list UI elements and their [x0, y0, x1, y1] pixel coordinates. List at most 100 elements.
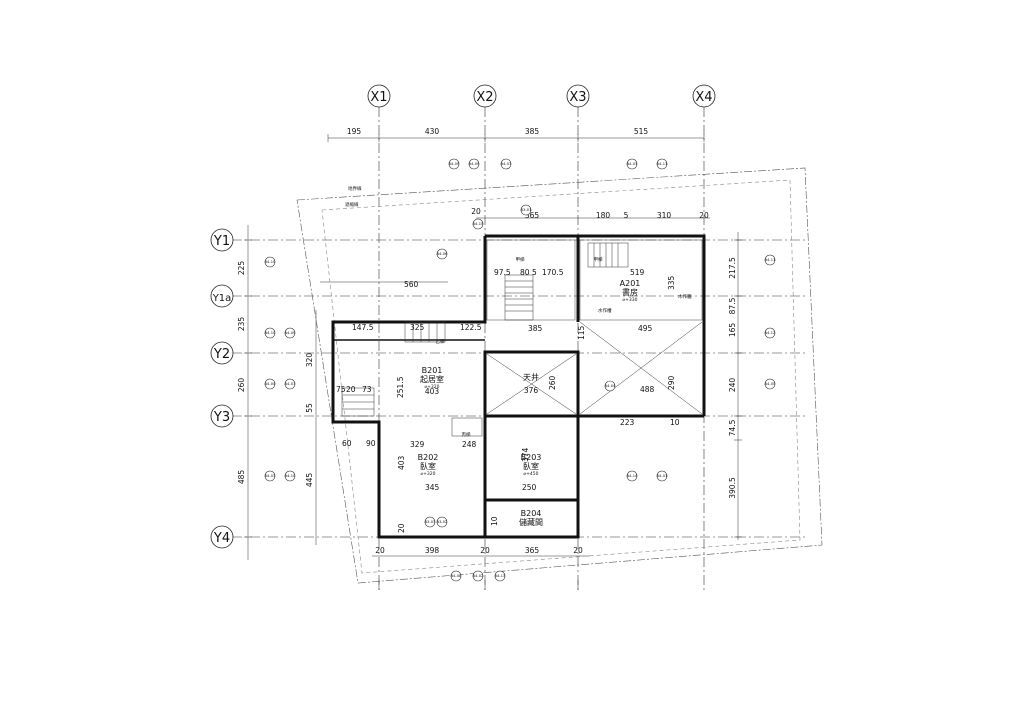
axis-y3: Y3 [213, 410, 230, 425]
dim-misc: 376 [524, 386, 539, 395]
wood-wall-label: 木作牆 [678, 293, 692, 300]
dim-row1-5: 310 [657, 211, 672, 220]
detail-bubble: A4-07 [285, 382, 296, 386]
detail-bubble: A4-09 [469, 162, 480, 166]
detail-bubble: A4-13 [495, 574, 506, 578]
dim-misc: 248 [462, 440, 477, 449]
axis-y4: Y4 [213, 531, 230, 546]
stairs [341, 242, 629, 437]
detail-bubble: A4-15 [473, 222, 484, 226]
room-a201-code: A201 [620, 279, 641, 288]
dim-top-1: 195 [347, 127, 362, 136]
dim-misc: 75 [336, 385, 346, 394]
detail-bubble: A4-10 [265, 260, 276, 264]
dim-misc: 90 [366, 439, 376, 448]
dim-misc: 329 [410, 440, 425, 449]
detail-bubble: A3-01 [521, 208, 532, 212]
room-courtyard-name: 天井 [523, 372, 539, 382]
dim-misc: 325 [410, 323, 425, 332]
dim-left-inner-3: 445 [305, 473, 314, 488]
dim-left-inner-1: 320 [305, 353, 314, 368]
dim-row1-6: 20 [699, 211, 709, 220]
room-b201-elev: ⌀+320 [424, 384, 439, 390]
dim-row1-1: 20 [471, 207, 481, 216]
dim-misc: 519 [630, 268, 645, 277]
column-ticks [378, 580, 579, 590]
dim-right-1: 217.5 [728, 257, 737, 279]
dim-misc: 97.5 [494, 268, 511, 277]
water-tank-label: 水作槽 [598, 307, 612, 314]
dim-misc: 403 [397, 455, 406, 470]
dim-misc: 560 [404, 280, 419, 289]
site-boundary [296, 167, 823, 584]
dim-misc: 170.5 [542, 268, 564, 277]
dim-bottom-2: 398 [425, 546, 440, 555]
dim-left-2: 235 [237, 317, 246, 332]
dim-misc: 147.5 [352, 323, 374, 332]
stair-a2-label: 甲梯 [594, 256, 603, 263]
dim-misc: 80 [520, 268, 530, 277]
dim-left-inner-2: 55 [305, 403, 314, 413]
detail-bubble: A4-12 [765, 331, 776, 335]
dim-top-4: 515 [634, 127, 649, 136]
detail-bubble: A4-01 [657, 474, 668, 478]
dim-misc: 5 [532, 268, 537, 277]
axis-x1: X1 [370, 90, 387, 105]
dimension-lines [244, 134, 742, 560]
detail-bubble: A3-02 [437, 520, 448, 524]
detail-bubble: A4-07 [501, 162, 512, 166]
dim-misc: 10 [670, 418, 680, 427]
dim-misc: 290 [667, 375, 676, 390]
detail-bubble: A4-09 [285, 331, 296, 335]
room-b203-elev: ⌀+450 [523, 471, 538, 477]
detail-bubble: A4-03 [627, 162, 638, 166]
dim-top-3: 385 [525, 127, 540, 136]
dim-left-4: 485 [237, 470, 246, 485]
dim-misc: 260 [548, 375, 557, 390]
boundary-label-1: 地界線 [348, 185, 362, 192]
courtyard-void [486, 321, 703, 415]
detail-bubble: A4-03 [265, 474, 276, 478]
dim-misc: 60 [342, 439, 352, 448]
dim-right-5: 74.5 [728, 419, 737, 436]
dim-misc: 385 [528, 324, 543, 333]
axis-x4: X4 [695, 90, 712, 105]
dim-left-1: 225 [237, 261, 246, 276]
dim-misc: 495 [638, 324, 653, 333]
axis-x2: X2 [476, 90, 493, 105]
room-b203-name: 臥室 [523, 461, 539, 471]
dim-misc: 10 [490, 516, 499, 526]
dim-misc: 20 [346, 385, 356, 394]
dim-misc: 374 [521, 447, 530, 462]
detail-bubble: A4-10 [265, 331, 276, 335]
room-b202-elev: ⌀+320 [420, 471, 435, 477]
axis-y2: Y2 [213, 347, 230, 362]
detail-bubble: A4-06 [437, 252, 448, 256]
detail-bubble: A4-02 [473, 574, 484, 578]
room-b202-name: 臥室 [420, 461, 436, 471]
room-b201-width: 403 [425, 387, 440, 396]
axis-y1: Y1 [213, 234, 230, 249]
dim-misc: 250 [522, 483, 537, 492]
dim-misc: 115 [577, 325, 586, 340]
stair-c-label: 丙梯 [462, 431, 471, 438]
detail-bubble: A4-14 [627, 474, 638, 478]
room-b202-code: B202 [418, 453, 439, 462]
dim-row1-3: 180 [596, 211, 611, 220]
dim-bottom-1: 20 [375, 546, 385, 555]
dim-misc: 122.5 [460, 323, 482, 332]
detail-bubble: A4-08 [451, 574, 462, 578]
detail-bubble: A3-03 [425, 520, 436, 524]
dim-misc: 345 [425, 483, 440, 492]
detail-bubble: A4-10 [285, 474, 296, 478]
room-a201-elev: ⌀+330 [622, 297, 637, 303]
dim-misc: 223 [620, 418, 635, 427]
axis-y1a: Y1a [212, 293, 232, 304]
dim-right-2: 87.5 [728, 297, 737, 314]
dim-left-3: 260 [237, 378, 246, 393]
detail-bubble: A4-04 [265, 382, 276, 386]
stair-a-label: 甲梯 [516, 256, 525, 263]
dim-bottom-4: 365 [525, 546, 540, 555]
room-b203-code: B203 [521, 453, 542, 462]
dim-misc: 335 [667, 275, 676, 290]
